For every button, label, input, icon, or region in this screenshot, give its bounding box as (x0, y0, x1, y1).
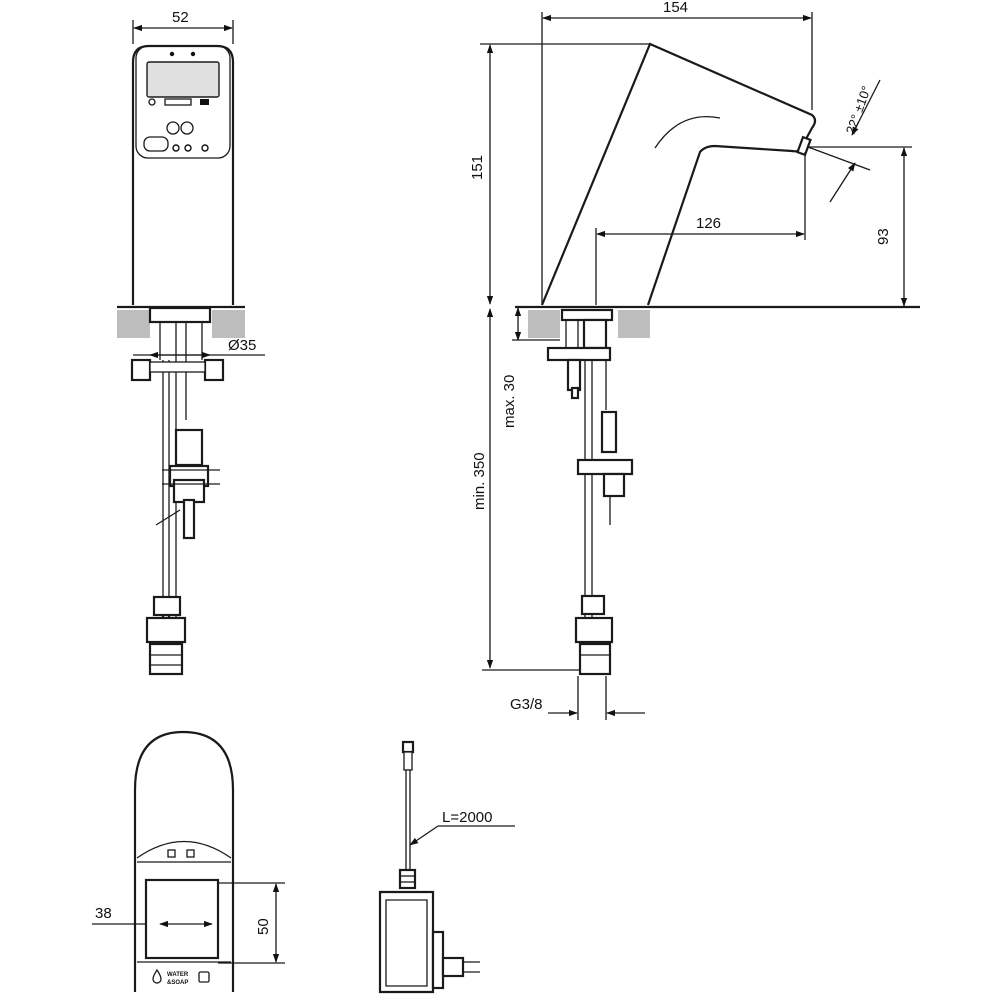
dim-window-height: 50 (218, 882, 285, 964)
label-154: 154 (663, 0, 688, 16)
dim-window-width: 38 (92, 905, 213, 928)
soap-label: &SOAP (167, 980, 188, 986)
power-adapter (378, 740, 480, 994)
label-diameter: Ø35 (228, 337, 256, 354)
sensor-window (143, 136, 169, 152)
front-view (117, 44, 245, 676)
dim-reach: 126 (595, 152, 806, 305)
control-panel (135, 45, 231, 159)
label-38: 38 (95, 905, 112, 922)
label-151: 151 (469, 155, 486, 180)
side-view (515, 42, 920, 676)
water-soap-icons: WATER &SOAP (152, 968, 210, 986)
display-window (144, 878, 220, 960)
label-g38: G3/8 (510, 696, 543, 713)
label-50: 50 (255, 918, 272, 935)
dim-outlet-height: 93 (808, 146, 912, 307)
dim-min-length: min. 350 (471, 308, 580, 671)
dim-base-diameter: Ø35 (133, 337, 265, 359)
label-max-30: max. 30 (501, 375, 518, 428)
dim-cable-length: L=2000 (409, 809, 515, 846)
dim-total-length: 154 (541, 0, 813, 305)
threaded-rod (565, 319, 579, 349)
label-52: 52 (172, 9, 189, 26)
water-label: WATER (167, 972, 189, 978)
dim-max-thickness: max. 30 (501, 307, 560, 428)
dim-total-height: 151 (469, 43, 650, 305)
label-126: 126 (696, 215, 721, 232)
label-cable: L=2000 (442, 809, 492, 826)
panel-view: WATER &SOAP (133, 730, 235, 992)
dim-thread: G3/8 (510, 676, 645, 720)
dim-front-width: 52 (132, 9, 234, 44)
label-93: 93 (875, 228, 892, 245)
display-screen (146, 61, 220, 98)
label-angle: 22° ±10° (843, 84, 874, 136)
dim-angle: 22° ±10° (807, 79, 881, 203)
button-row-icons (148, 98, 209, 106)
label-min-350: min. 350 (471, 452, 488, 510)
